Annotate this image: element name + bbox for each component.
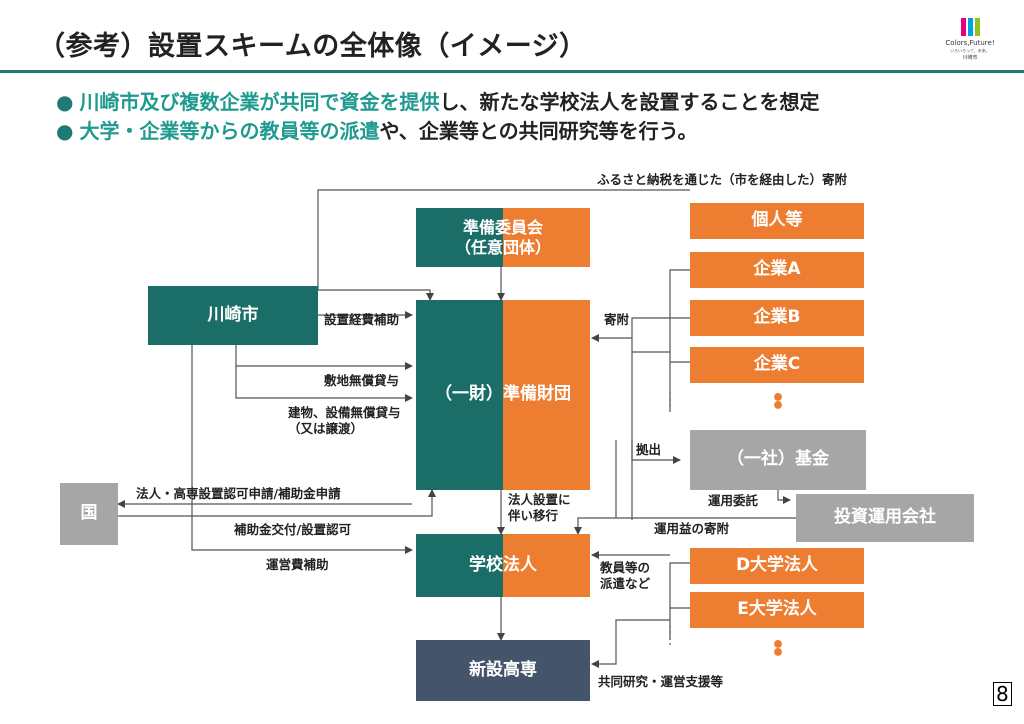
uneihi-label: 運営費補助 [266,557,329,572]
junbi-zaidan-box: （一財）準備財団 [416,300,590,490]
hojokin-kofu-label: 補助金交付/設置認可 [234,522,352,537]
tatemono-label: 建物、設備無償貸与 （又は譲渡） [288,405,401,436]
tatemono-line2: （又は譲渡） [288,420,364,436]
kyodo-label: 共同研究・運営支援等 [598,674,724,689]
bullet-1: ●川崎市及び複数企業が共同で資金を提供し、新たな学校法人を設置することを想定 [56,88,819,117]
haken-line1: 教員等の [600,560,651,575]
summary-bullets: ●川崎市及び複数企業が共同で資金を提供し、新たな学校法人を設置することを想定 ●… [56,88,819,146]
kojin-box: 個人等 [690,203,864,239]
more-companies-dots: •• [771,388,785,418]
iko-label: 法人設置に 伴い移行 [508,492,571,523]
bullet-dot-icon: ● [56,119,74,143]
page-title: （参考）設置スキームの全体像（イメージ） [38,31,587,62]
kawasaki-box: 川崎市 [148,286,318,345]
bullet-2: ●大学・企業等からの教員等の派遣や、企業等との共同研究等を行う。 [56,117,819,146]
haken-label: 教員等の 派遣など [600,560,650,591]
kifu-label: 寄附 [604,312,630,327]
bullet-1-text: し、新たな学校法人を設置することを想定 [439,90,820,114]
dot: • [771,641,786,666]
logo-text-3: 川崎市 [962,54,977,61]
bullet-1-highlight: 川崎市及び複数企業が共同で資金を提供 [79,90,440,114]
bullet-2-text: や、企業等との共同研究等を行う。 [379,119,698,143]
unyoeki-label: 運用益の寄附 [654,521,730,536]
city-logo: Colors,Future! いろいろって、未来。 川崎市 [944,16,996,62]
kigyo-a-box: 企業A [690,252,864,288]
shikichi-label: 敷地無償貸与 [324,373,400,388]
gakko-hojin-box: 学校法人 [416,534,590,597]
more-universities-dots: •• [771,635,785,665]
kikin-box: （一社）基金 [690,430,866,490]
bullet-2-highlight: 大学・企業等からの教員等の派遣 [79,119,380,143]
junbi-iinkai-box: 準備委員会 （任意団体） [416,208,590,267]
toshi-unyo-box: 投資運用会社 [796,494,974,542]
page-number: 8 [993,682,1012,706]
shinsetsu-kosen-box: 新設高専 [416,640,590,701]
haken-line2: 派遣など [600,575,651,591]
daigaku-d-box: D大学法人 [690,548,864,584]
unyo-itaku-label: 運用委託 [708,493,759,508]
iko-line1: 法人設置に [508,492,571,507]
junbi-iinkai-line1: 準備委員会 [462,217,543,237]
bullet-dot-icon: ● [56,90,74,114]
kuni-box: 国 [60,483,118,545]
kyoshutsu-label: 拠出 [636,442,662,457]
setsubi-hojo-label: 設置経費補助 [324,312,400,327]
tatemono-line1: 建物、設備無償貸与 [288,405,401,420]
logo-text-1: Colors,Future! [945,39,994,47]
title-divider [0,70,1024,73]
kigyo-c-box: 企業C [690,347,864,383]
dot: • [771,394,786,419]
logo-icon: Colors,Future! いろいろって、未来。 川崎市 [945,18,995,61]
junbi-iinkai-line2: （任意団体） [454,237,551,257]
kigyo-b-box: 企業B [690,300,864,336]
furusato-label: ふるさと納税を通じた（市を経由した）寄附 [597,172,848,187]
iko-line2: 伴い移行 [508,507,559,523]
logo-text-2: いろいろって、未来。 [950,47,990,53]
daigaku-e-box: E大学法人 [690,592,864,628]
shinsei-label: 法人・高専設置認可申請/補助金申請 [136,486,341,501]
